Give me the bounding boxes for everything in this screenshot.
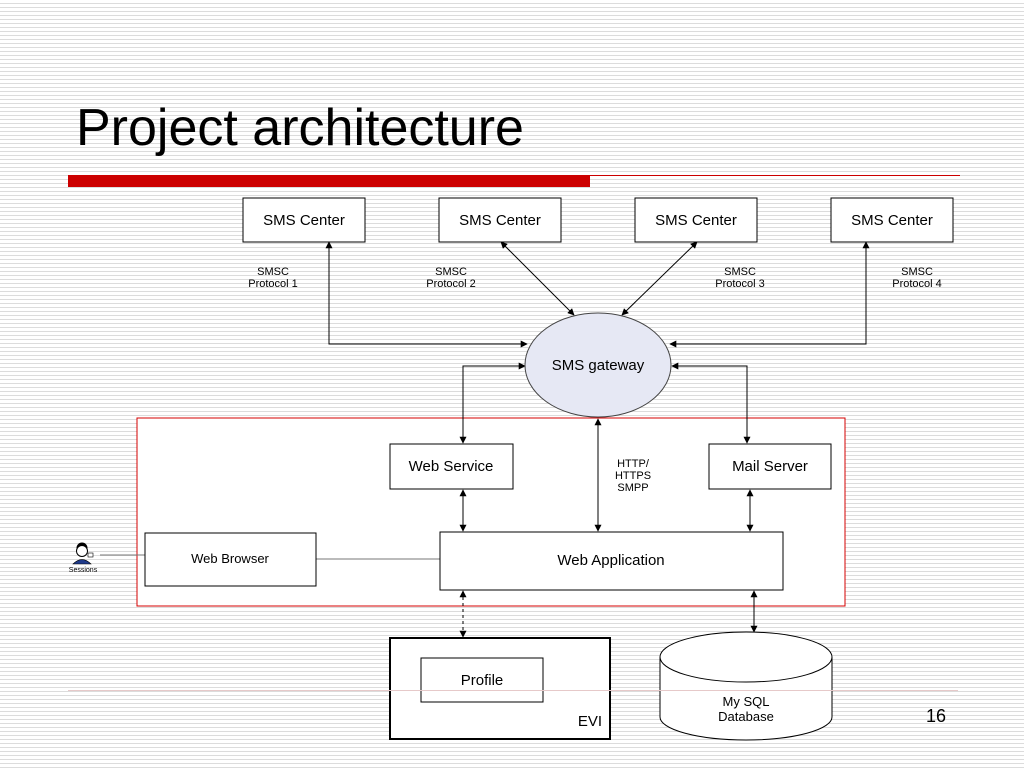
sms-center-label-3: SMS Center xyxy=(655,212,737,229)
http-label-line2: HTTPS xyxy=(615,470,651,482)
database-cylinder xyxy=(659,631,833,741)
connector-smsc3-gateway xyxy=(621,241,698,316)
protocol-label-3-line2: Protocol 3 xyxy=(715,278,765,290)
protocol-label-4-line2: Protocol 4 xyxy=(892,278,942,290)
protocol-label-1-line1: SMSC xyxy=(257,266,289,278)
web-application-label: Web Application xyxy=(557,552,664,569)
sms-center-box-1 xyxy=(242,197,366,243)
sms-center-label-1: SMS Center xyxy=(263,212,345,229)
connector-smsc2-gateway xyxy=(500,241,575,316)
protocol-label-2-line1: SMSC xyxy=(435,266,467,278)
sms-center-label-4: SMS Center xyxy=(851,212,933,229)
sms-center-label-2: SMS Center xyxy=(459,212,541,229)
connector-smsc1-gateway xyxy=(325,241,528,348)
database-label-line2: Database xyxy=(718,709,774,724)
protocol-label-2-line2: Protocol 2 xyxy=(426,278,476,290)
mail-server-label: Mail Server xyxy=(732,458,808,475)
sms-gateway-node xyxy=(524,312,672,418)
mail-server-box xyxy=(708,443,832,490)
profile-label: Profile xyxy=(461,672,504,689)
sms-center-box-4 xyxy=(830,197,954,243)
protocol-label-3-line1: SMSC xyxy=(724,266,756,278)
sms-center-box-3 xyxy=(634,197,758,243)
user-icon xyxy=(72,542,94,565)
http-label-line1: HTTP/ xyxy=(617,458,650,470)
sms-center-box-2 xyxy=(438,197,562,243)
evi-label: EVI xyxy=(578,713,602,730)
connector-gateway-webservice xyxy=(459,362,526,444)
web-browser-label: Web Browser xyxy=(191,551,269,566)
web-application-box xyxy=(439,531,784,591)
title-underline-thin xyxy=(590,175,960,176)
profile-box xyxy=(420,657,544,703)
title-underline-bar xyxy=(68,175,590,187)
connector-smsc4-gateway xyxy=(669,241,870,348)
page-number: 16 xyxy=(926,706,947,726)
web-service-box xyxy=(389,443,514,490)
protocol-label-4-line1: SMSC xyxy=(901,266,933,278)
sms-gateway-label: SMS gateway xyxy=(552,357,645,374)
protocol-label-1-line2: Protocol 1 xyxy=(248,278,298,290)
sessions-label: Sessions xyxy=(69,567,98,574)
web-browser-box xyxy=(144,532,317,587)
footer-divider xyxy=(68,690,958,691)
connector-gateway-mailserver xyxy=(671,362,751,444)
database-label-line1: My SQL xyxy=(723,694,770,709)
slide-title: Project architecture xyxy=(76,99,524,157)
web-service-label: Web Service xyxy=(409,458,494,475)
http-label-line3: SMPP xyxy=(617,482,648,494)
